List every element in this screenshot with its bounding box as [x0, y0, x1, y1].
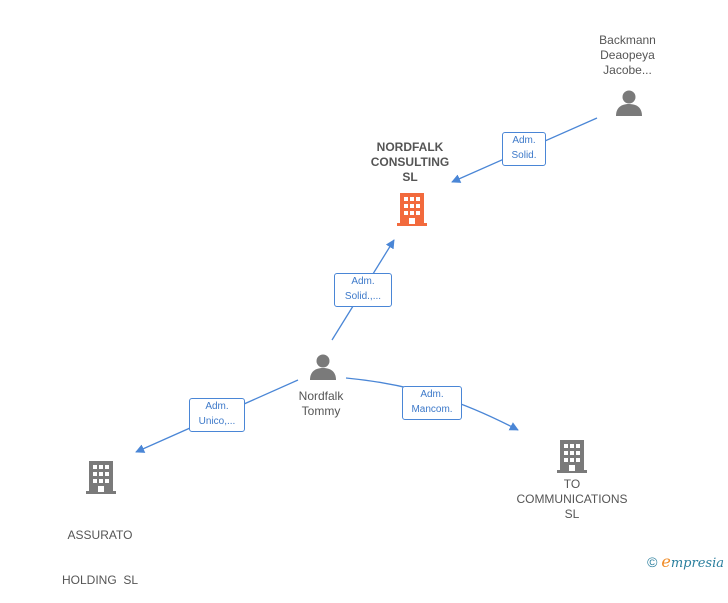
node-label-nordfalk-tommy[interactable]: Nordfalk Tommy: [276, 389, 366, 419]
copyright-icon: ©: [647, 553, 658, 570]
edge-label-line: Adm.: [205, 401, 229, 412]
node-label-line: Tommy: [301, 404, 341, 418]
edge-label-tommy-assurato[interactable]: Adm. Unico,...: [189, 398, 245, 432]
building-icon[interactable]: [396, 191, 428, 227]
edge-label-tommy-consulting[interactable]: Adm. Solid.,...: [334, 273, 392, 307]
node-label-nordfalk-consulting[interactable]: NORDFALK CONSULTING SL: [355, 140, 465, 185]
edge-label-line: Adm.: [351, 276, 375, 287]
node-label-line: ASSURATO: [67, 528, 133, 542]
edge-label-line: Adm.: [420, 389, 444, 400]
node-label-line: NORDFALK: [376, 140, 444, 154]
node-label-line: COMMUNICATIONS: [516, 492, 628, 506]
node-label-line: HOLDING SL: [61, 573, 139, 587]
building-icon[interactable]: [85, 459, 117, 495]
node-label-line: Backmann: [599, 33, 656, 47]
edge-label-line: Solid.: [511, 150, 537, 161]
node-label-line: Jacobe...: [603, 63, 652, 77]
person-icon[interactable]: [308, 352, 338, 382]
edge-label-tommy-tocomm[interactable]: Adm. Mancom.: [402, 386, 462, 420]
edge-label-line: Mancom.: [411, 404, 453, 415]
brand-name: mpresia: [670, 556, 724, 571]
node-label-to-communications[interactable]: TO COMMUNICATIONS SL: [510, 477, 634, 522]
node-label-line: Nordfalk: [298, 389, 344, 403]
node-label-line: CONSULTING: [370, 155, 450, 169]
brand-watermark: © empresia: [647, 552, 724, 571]
edge-label-line: Solid.,...: [344, 291, 382, 302]
building-icon[interactable]: [556, 438, 588, 474]
node-label-line: Deaopeya: [600, 48, 655, 62]
node-label-backmann[interactable]: Backmann Deaopeya Jacobe...: [575, 33, 680, 78]
edge-label-line: Adm.: [512, 135, 536, 146]
person-icon[interactable]: [614, 88, 644, 118]
node-label-line: SL: [564, 507, 580, 521]
node-label-assurato[interactable]: ASSURATO HOLDING SL: [46, 498, 154, 603]
edge-label-backmann-consulting[interactable]: Adm. Solid.: [502, 132, 546, 166]
brand-logo: empresia: [661, 552, 724, 571]
node-label-line: TO: [563, 477, 581, 491]
edge-label-line: Unico,...: [198, 416, 236, 427]
brand-initial: e: [661, 552, 671, 571]
node-label-line: SL: [402, 170, 418, 184]
